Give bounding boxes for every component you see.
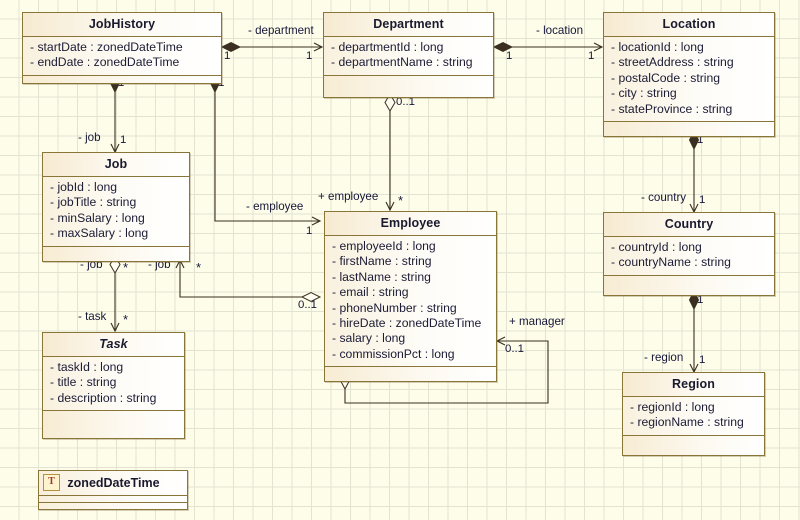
class-title-location: Location — [604, 13, 774, 37]
attribute-row: - jobId : long — [50, 180, 118, 194]
class-title-jobhistory: JobHistory — [23, 13, 221, 37]
edge-job-task — [109, 255, 121, 333]
class-attributes-region: - regionId : long - regionName : string — [623, 397, 764, 436]
class-operations-jobhistory — [23, 75, 221, 83]
attribute-row: - regionId : long — [630, 400, 715, 414]
attribute-row: - taskId : long — [50, 360, 124, 374]
attribute-row: - jobTitle : string — [50, 195, 137, 210]
datatype-header: T zonedDateTime — [39, 471, 187, 496]
class-attributes-job: - jobId : long - jobTitle : string - min… — [43, 177, 189, 247]
mult-job-task-source: * — [123, 260, 129, 275]
attribute-row: - streetAddress : string — [611, 55, 734, 70]
class-title-employee: Employee — [325, 212, 496, 236]
class-attributes-department: - departmentId : long - departmentName :… — [324, 37, 493, 76]
datatype-t-icon: T — [43, 474, 60, 491]
class-attributes-task: - taskId : long - title : string - descr… — [43, 357, 184, 412]
mult-department-employee-target: * — [398, 193, 404, 208]
attribute-row: - stateProvince : string — [611, 101, 733, 116]
mult-location-country-target: 1 — [699, 194, 706, 206]
attribute-row: - maxSalary : long — [50, 226, 149, 241]
mult-department-employee-source: 0..1 — [396, 96, 415, 108]
attribute-row: - departmentId : long — [331, 40, 444, 54]
attribute-row: - countryId : long — [611, 240, 702, 254]
class-operations-employee — [325, 367, 496, 382]
edge-label-location: - location — [536, 24, 584, 37]
class-attributes-location: - locationId : long - streetAddress : st… — [604, 37, 774, 123]
edge-label-manager: + manager — [509, 315, 565, 328]
attribute-row: - locationId : long — [611, 40, 704, 54]
attribute-row: - endDate : zonedDateTime — [30, 55, 180, 70]
edge-label-region: - region — [644, 351, 684, 364]
class-box-jobhistory[interactable]: JobHistory - startDate : zonedDateTime -… — [22, 12, 222, 84]
class-operations-country — [604, 275, 774, 295]
mult-department-location-source: 1 — [506, 50, 513, 62]
attribute-row: - commissionPct : long — [332, 346, 455, 361]
edge-label-country: - country — [641, 191, 687, 204]
attribute-row: - postalCode : string — [611, 70, 721, 85]
class-box-department[interactable]: Department - departmentId : long - depar… — [323, 12, 494, 98]
datatype-attributes-compartment — [39, 496, 187, 503]
mult-employee-manager-target: 0..1 — [505, 343, 524, 355]
datatype-name: zonedDateTime — [67, 475, 160, 490]
edge-label-department: - department — [248, 24, 314, 37]
attribute-row: - phoneNumber : string — [332, 300, 457, 315]
class-box-country[interactable]: Country - countryId : long - countryName… — [603, 212, 775, 296]
attribute-row: - description : string — [50, 390, 157, 405]
mult-job-task-target: * — [123, 312, 129, 327]
class-title-task: Task — [43, 333, 184, 357]
class-attributes-employee: - employeeId : long - firstName : string… — [325, 236, 496, 368]
class-title-region: Region — [623, 373, 764, 397]
mult-jobhistory-employee-target: 1 — [306, 225, 313, 237]
class-operations-task — [43, 411, 184, 439]
mult-employee-job-target: * — [196, 260, 202, 275]
edge-label-employee-from-jobhistory: - employee — [246, 200, 304, 213]
mult-location-country-source: 1 — [697, 134, 704, 146]
edge-jobhistory-employee — [209, 72, 322, 226]
edge-label-job-from-jobhistory: - job — [78, 131, 101, 144]
mult-jobhistory-department-source: 1 — [224, 50, 231, 62]
class-operations-job — [43, 246, 189, 261]
attribute-row: - email : string — [332, 285, 409, 300]
class-box-employee[interactable]: Employee - employeeId : long - firstName… — [324, 211, 497, 383]
class-box-region[interactable]: Region - regionId : long - regionName : … — [622, 372, 765, 456]
class-attributes-jobhistory: - startDate : zonedDateTime - endDate : … — [23, 37, 221, 76]
class-operations-department — [324, 75, 493, 97]
attribute-row: - salary : long — [332, 331, 406, 346]
mult-employee-job-source: 0..1 — [298, 299, 317, 311]
attribute-row: - city : string — [611, 86, 677, 101]
edge-department-employee — [384, 93, 396, 212]
attribute-row: - title : string — [50, 375, 117, 390]
datatype-box-zoneddatetime[interactable]: T zonedDateTime — [38, 470, 188, 510]
class-title-country: Country — [604, 213, 774, 237]
class-title-job: Job — [43, 153, 189, 177]
mult-jobhistory-department-target: 1 — [306, 50, 313, 62]
attribute-row: - departmentName : string — [331, 55, 473, 70]
edge-label-employee-from-department: + employee — [318, 190, 379, 203]
class-title-department: Department — [324, 13, 493, 37]
mult-department-location-target: 1 — [588, 50, 595, 62]
attribute-row: - startDate : zonedDateTime — [30, 40, 183, 54]
class-box-task[interactable]: Task - taskId : long - title : string - … — [42, 332, 185, 440]
datatype-operations-compartment — [39, 503, 187, 509]
attribute-row: - regionName : string — [630, 415, 744, 430]
class-box-job[interactable]: Job - jobId : long - jobTitle : string -… — [42, 152, 190, 262]
attribute-row: - lastName : string — [332, 269, 431, 284]
mult-jobhistory-job-target: 1 — [120, 134, 127, 146]
mult-country-region-target: 1 — [699, 354, 706, 366]
attribute-row: - hireDate : zonedDateTime — [332, 316, 482, 331]
edge-label-task: - task — [78, 310, 107, 323]
class-box-location[interactable]: Location - locationId : long - streetAdd… — [603, 12, 775, 138]
class-attributes-country: - countryId : long - countryName : strin… — [604, 237, 774, 276]
class-operations-region — [623, 435, 764, 455]
attribute-row: - minSalary : long — [50, 210, 145, 225]
attribute-row: - firstName : string — [332, 254, 432, 269]
class-operations-location — [604, 122, 774, 137]
attribute-row: - countryName : string — [611, 255, 731, 270]
attribute-row: - employeeId : long — [332, 239, 436, 253]
mult-country-region-source: 1 — [697, 294, 704, 306]
